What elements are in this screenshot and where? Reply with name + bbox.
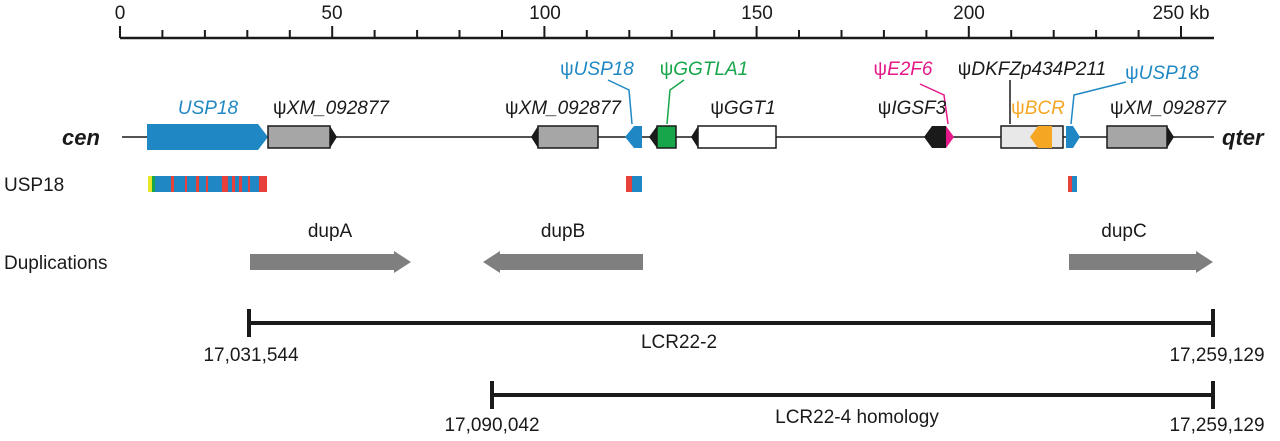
dupC-arrow bbox=[1069, 251, 1213, 273]
lcr22-2-end: 17,259,129 bbox=[1169, 345, 1264, 366]
tick-label-200: 200 bbox=[953, 3, 985, 24]
dupC-label: dupC bbox=[1101, 221, 1146, 242]
gene-usp18 bbox=[147, 124, 268, 150]
gene-label-dkfz: ψDKFZp434P211 bbox=[958, 59, 1106, 80]
gene-xm-092877-1 bbox=[267, 125, 331, 149]
dupA-arrow bbox=[250, 251, 411, 273]
gene-label-xm-092877-2: ψXM_092877 bbox=[505, 98, 622, 119]
gene-xm-092877-1-arrowhead bbox=[330, 126, 337, 148]
gene-ggt1 bbox=[697, 125, 777, 149]
gene-label-usp18: USP18 bbox=[178, 98, 239, 119]
tick-label-0: 0 bbox=[115, 3, 126, 24]
lcr22-4-start: 17,090,042 bbox=[444, 415, 539, 436]
gene-label-ggt1: ψGGT1 bbox=[710, 98, 775, 119]
qter-label: qter bbox=[1222, 125, 1265, 150]
kb-scale-ruler: 0 50 100 150 200 250 kb bbox=[115, 3, 1214, 40]
gene-xm-092877-2-arrowhead bbox=[531, 126, 538, 148]
leader-e2f6 bbox=[919, 83, 949, 125]
gene-label-psi-usp18-2: ψUSP18 bbox=[560, 59, 634, 80]
lcr22-4-label: LCR22-4 homology bbox=[775, 407, 939, 428]
usp18-homology-bar-3 bbox=[1068, 176, 1077, 192]
lcr22-4-end: 17,259,129 bbox=[1169, 415, 1264, 436]
usp18-homology-bar-1 bbox=[148, 176, 267, 192]
gene-label-igsf3: ψIGSF3 bbox=[878, 98, 947, 119]
lcr22-2-start: 17,031,544 bbox=[203, 345, 299, 366]
gene-psi-usp18-2 bbox=[625, 126, 642, 148]
gene-bcr bbox=[1030, 126, 1052, 148]
gene-xm-092877-3-arrowhead bbox=[1167, 126, 1174, 148]
gene-label-ggtla1: ψGGTLA1 bbox=[660, 59, 749, 80]
gene-igsf3 bbox=[924, 126, 946, 148]
lcr22-2-label: LCR22-2 bbox=[641, 332, 717, 353]
gene-label-bcr: ψBCR bbox=[1011, 98, 1065, 119]
dupA-label: dupA bbox=[308, 221, 353, 242]
gene-ggtla1 bbox=[656, 125, 677, 149]
tick-label-150: 150 bbox=[741, 3, 773, 24]
leader-psi-usp18-2 bbox=[607, 79, 633, 125]
leader-psi-usp18-3 bbox=[1070, 81, 1127, 125]
gene-label-xm-092877-1: ψXM_092877 bbox=[273, 98, 390, 119]
usp18-homology-bar-2 bbox=[626, 176, 642, 192]
gene-label-xm-092877-3: ψXM_092877 bbox=[1110, 98, 1227, 119]
gene-label-e2f6: ψE2F6 bbox=[874, 59, 933, 80]
gene-e2f6 bbox=[946, 126, 954, 148]
usp18-row-label: USP18 bbox=[4, 175, 64, 196]
gene-ggtla1-arrowhead bbox=[649, 126, 657, 148]
lcr22-2-span bbox=[247, 309, 1215, 337]
tick-label-50: 50 bbox=[321, 3, 342, 24]
cen-label: cen bbox=[62, 125, 100, 150]
gene-label-psi-usp18-3: ψUSP18 bbox=[1125, 63, 1199, 84]
leader-ggtla1 bbox=[666, 79, 685, 125]
gene-ggt1-arrowhead bbox=[691, 126, 698, 148]
gene-xm-092877-2 bbox=[537, 125, 599, 149]
duplications-row-label: Duplications bbox=[4, 253, 108, 274]
lcr22-4-span bbox=[490, 381, 1215, 409]
dupB-arrow bbox=[483, 251, 643, 273]
tick-label-250: 250 kb bbox=[1152, 3, 1209, 24]
tick-label-100: 100 bbox=[529, 3, 561, 24]
gene-psi-usp18-3 bbox=[1066, 126, 1080, 148]
dupB-label: dupB bbox=[541, 221, 585, 242]
gene-xm-092877-3 bbox=[1106, 125, 1168, 149]
